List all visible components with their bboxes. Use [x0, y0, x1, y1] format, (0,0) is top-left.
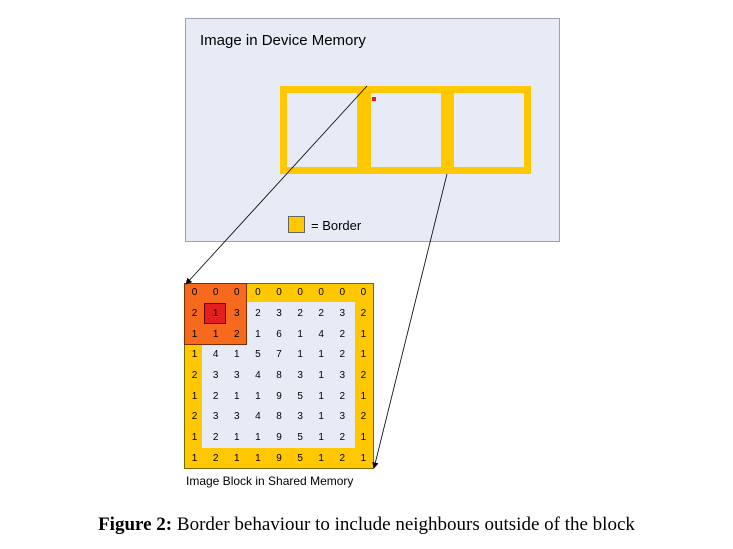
grid-cell: 2: [360, 308, 367, 319]
border-legend-label: = Border: [311, 218, 362, 233]
grid-cell: 1: [233, 432, 240, 443]
grid-cell: 4: [212, 349, 219, 361]
grid-cell: 0: [212, 287, 219, 299]
grid-cell: 2: [212, 432, 219, 443]
grid-cell: 0: [360, 287, 367, 299]
grid-cell: 2: [339, 328, 346, 340]
grid-cell: 1: [297, 349, 303, 361]
grid-cell: 3: [339, 308, 346, 319]
device-memory-title: Image in Device Memory: [200, 32, 366, 49]
grid-cell: 6: [276, 328, 282, 340]
grid-cell: 2: [297, 308, 303, 319]
grid-cell: 0: [233, 287, 240, 299]
image-block-tile-3: [447, 86, 531, 174]
grid-cell: 2: [339, 432, 346, 443]
center-pixel: [204, 303, 226, 324]
grid-cell: 1: [297, 328, 303, 340]
grid-cell: 3: [297, 370, 303, 381]
grid-cell: 3: [276, 308, 282, 319]
grid-cell: 8: [276, 370, 282, 381]
grid-cell: 1: [318, 349, 324, 361]
pixel-marker: [372, 97, 376, 101]
arrow-to-grid-bottom-right: [372, 173, 448, 469]
grid-cell: 1: [191, 452, 198, 464]
image-block-tile-2: [364, 86, 448, 174]
grid-cell: 1: [360, 349, 367, 361]
grid-cell: 1: [318, 432, 324, 443]
grid-cell: 2: [318, 308, 324, 319]
grid-cell: 2: [212, 390, 219, 402]
grid-cell: 2: [191, 308, 198, 319]
grid-cell: 3: [212, 411, 219, 423]
grid-cell: 3: [339, 411, 346, 423]
shared-memory-caption: Image Block in Shared Memory: [186, 474, 354, 488]
grid-cell: 2: [191, 411, 198, 423]
grid-cell: 5: [297, 390, 303, 402]
grid-cell: 1: [318, 452, 324, 464]
figure-text: Border behaviour to include neighbours o…: [176, 514, 635, 535]
grid-cell: 1: [212, 328, 219, 340]
grid-cell: 1: [318, 411, 324, 423]
grid-cell: 1: [212, 308, 219, 319]
grid-cell: 3: [297, 411, 303, 423]
image-block-tile-1: [280, 86, 364, 174]
grid-cell: 2: [212, 452, 219, 464]
grid-cell: 2: [339, 349, 346, 361]
grid-cell: 1: [255, 390, 261, 402]
grid-cell: 5: [297, 452, 303, 464]
grid-cell: 1: [360, 328, 367, 340]
grid-cell: 0: [255, 287, 261, 299]
border-legend-swatch: [288, 216, 305, 233]
grid-cell: 9: [276, 390, 282, 402]
grid-cell: 2: [191, 370, 198, 381]
grid-cell: 1: [360, 390, 367, 402]
figure-caption: Figure 2: Border behaviour to include ne…: [0, 514, 733, 536]
grid-cell: 0: [276, 287, 282, 299]
grid-cell: 1: [255, 432, 261, 443]
grid-cell: 1: [360, 432, 367, 443]
grid-cell: 1: [233, 452, 240, 464]
grid-cell: 4: [318, 328, 324, 340]
grid-cell: 3: [233, 411, 240, 423]
grid-cell: 1: [191, 390, 198, 402]
grid-cell: 9: [276, 432, 282, 443]
grid-cell: 4: [255, 370, 261, 381]
grid-cell: 2: [339, 452, 346, 464]
grid-cell: 1: [360, 452, 367, 464]
grid-cell: 1: [255, 328, 261, 340]
grid-cell: 1: [318, 390, 324, 402]
grid-cell: 7: [276, 349, 282, 361]
grid-cell: 0: [191, 287, 198, 299]
grid-cell: 5: [255, 349, 261, 361]
grid-cell: 1: [191, 349, 198, 361]
grid-cell: 3: [212, 370, 219, 381]
grid-cell: 3: [339, 370, 346, 381]
grid-cell: 3: [233, 308, 240, 319]
grid-cell: 1: [318, 370, 324, 381]
grid-cell: 1: [233, 349, 240, 361]
grid-cell: 1: [191, 432, 198, 443]
figure-label: Figure 2:: [98, 514, 173, 535]
grid-cell: 3: [233, 370, 240, 381]
grid-cell: 9: [276, 452, 282, 464]
grid-cell: 0: [318, 287, 324, 299]
grid-cell: 1: [233, 390, 240, 402]
grid-cell: 2: [233, 328, 240, 340]
grid-cell: 8: [276, 411, 282, 423]
grid-cell: 2: [360, 370, 367, 381]
grid-cell: 0: [339, 287, 346, 299]
arrow-to-grid-top-left: [185, 85, 368, 285]
grid-cell: 4: [255, 411, 261, 423]
grid-cell: 5: [297, 432, 303, 443]
grid-cell: 2: [255, 308, 261, 319]
grid-cell: 2: [339, 390, 346, 402]
grid-cell: 2: [360, 411, 367, 423]
grid-cell: 0: [297, 287, 303, 299]
grid-cell: 1: [191, 328, 198, 340]
grid-cell: 1: [255, 452, 261, 464]
